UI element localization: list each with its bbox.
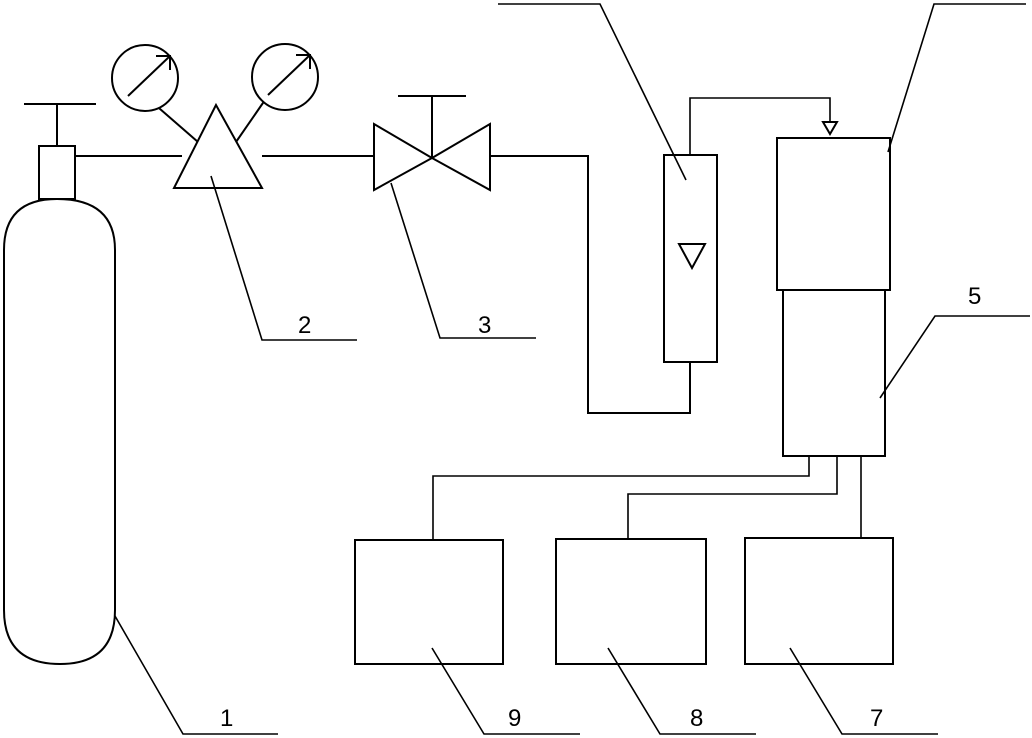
instrument-7 — [744, 537, 894, 665]
line-to-instrument-9 — [432, 456, 810, 540]
needle-valve-icon — [373, 95, 491, 192]
label-instrument-7: 7 — [870, 705, 883, 732]
label-sensor-unit: 5 — [968, 283, 981, 310]
pressure-regulator — [151, 99, 266, 189]
instrument-9 — [354, 539, 504, 665]
pipe-flowmeter-chamber — [689, 97, 831, 155]
label-regulator: 2 — [298, 312, 311, 339]
leader-lines — [114, 3, 1030, 735]
label-instrument-8: 8 — [690, 705, 703, 732]
instrument-8 — [555, 538, 707, 665]
pipe-valve-flowmeter — [490, 155, 691, 414]
outlet-pressure-gauge-icon — [251, 43, 319, 111]
inlet-pressure-gauge-icon — [111, 44, 179, 112]
label-valve: 3 — [478, 312, 491, 339]
line-to-instrument-8 — [627, 456, 838, 540]
flowmeter — [663, 154, 718, 363]
sensor-unit — [782, 289, 886, 457]
reaction-chamber — [776, 137, 891, 291]
label-cylinder: 1 — [220, 705, 233, 732]
flow-arrow-icon — [821, 121, 839, 136]
gas-cylinder — [3, 103, 116, 666]
label-instrument-9: 9 — [508, 705, 521, 732]
